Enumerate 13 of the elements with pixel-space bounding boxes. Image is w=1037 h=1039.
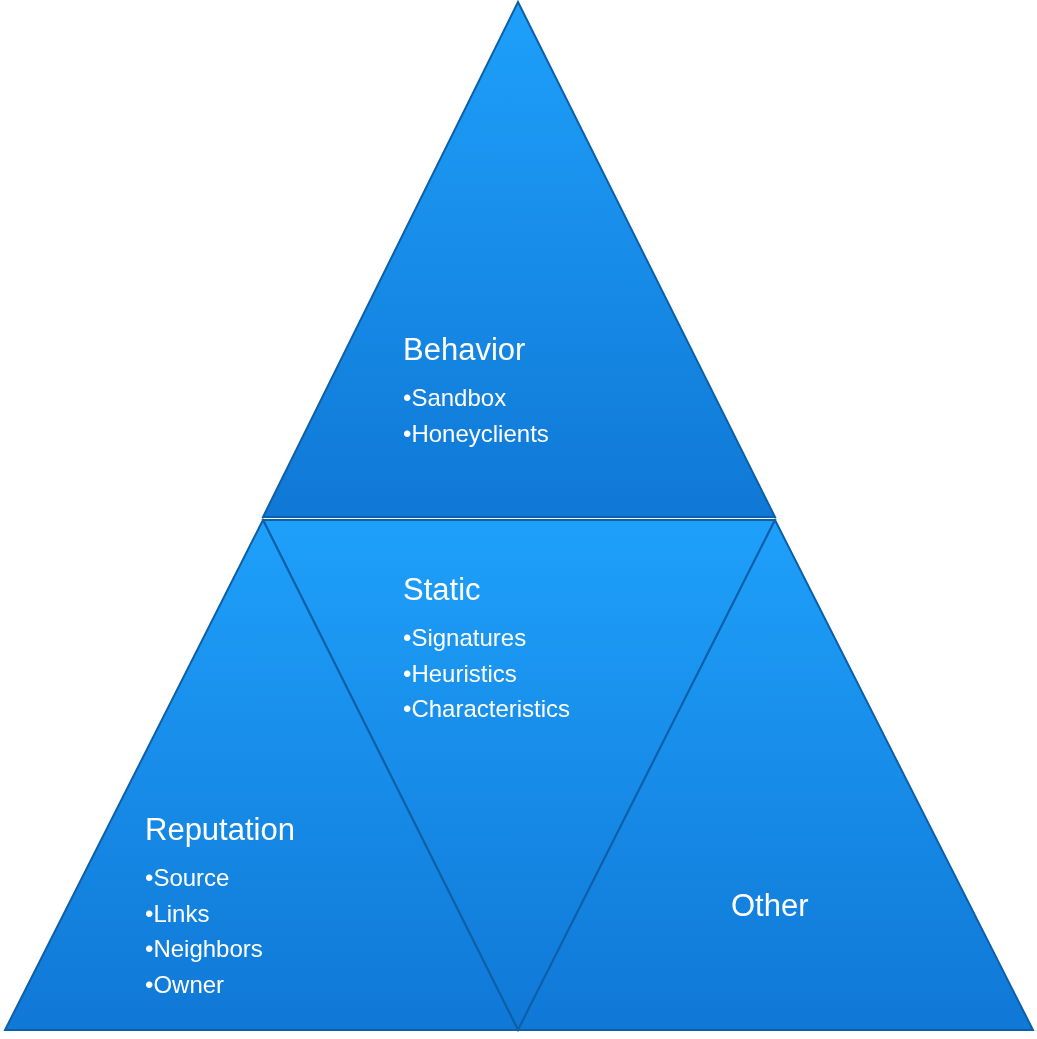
bullet-item: •Honeyclients bbox=[403, 418, 549, 449]
bullet-item: •Source bbox=[145, 863, 231, 893]
bullet-item: •Signatures bbox=[403, 623, 528, 653]
heading: Reputation bbox=[145, 812, 295, 848]
heading: Static bbox=[403, 572, 482, 608]
heading: Other bbox=[731, 888, 809, 924]
bullet-item: •Owner bbox=[145, 969, 226, 1000]
bullet-item: •Characteristics bbox=[403, 694, 571, 724]
bullet-item: •Sandbox bbox=[403, 383, 508, 413]
heading: Behavior bbox=[403, 332, 527, 368]
bullet-item: •Links bbox=[145, 898, 211, 929]
bullet-item: •Heuristics bbox=[403, 658, 518, 689]
bullet-item: •Neighbors bbox=[145, 934, 264, 964]
